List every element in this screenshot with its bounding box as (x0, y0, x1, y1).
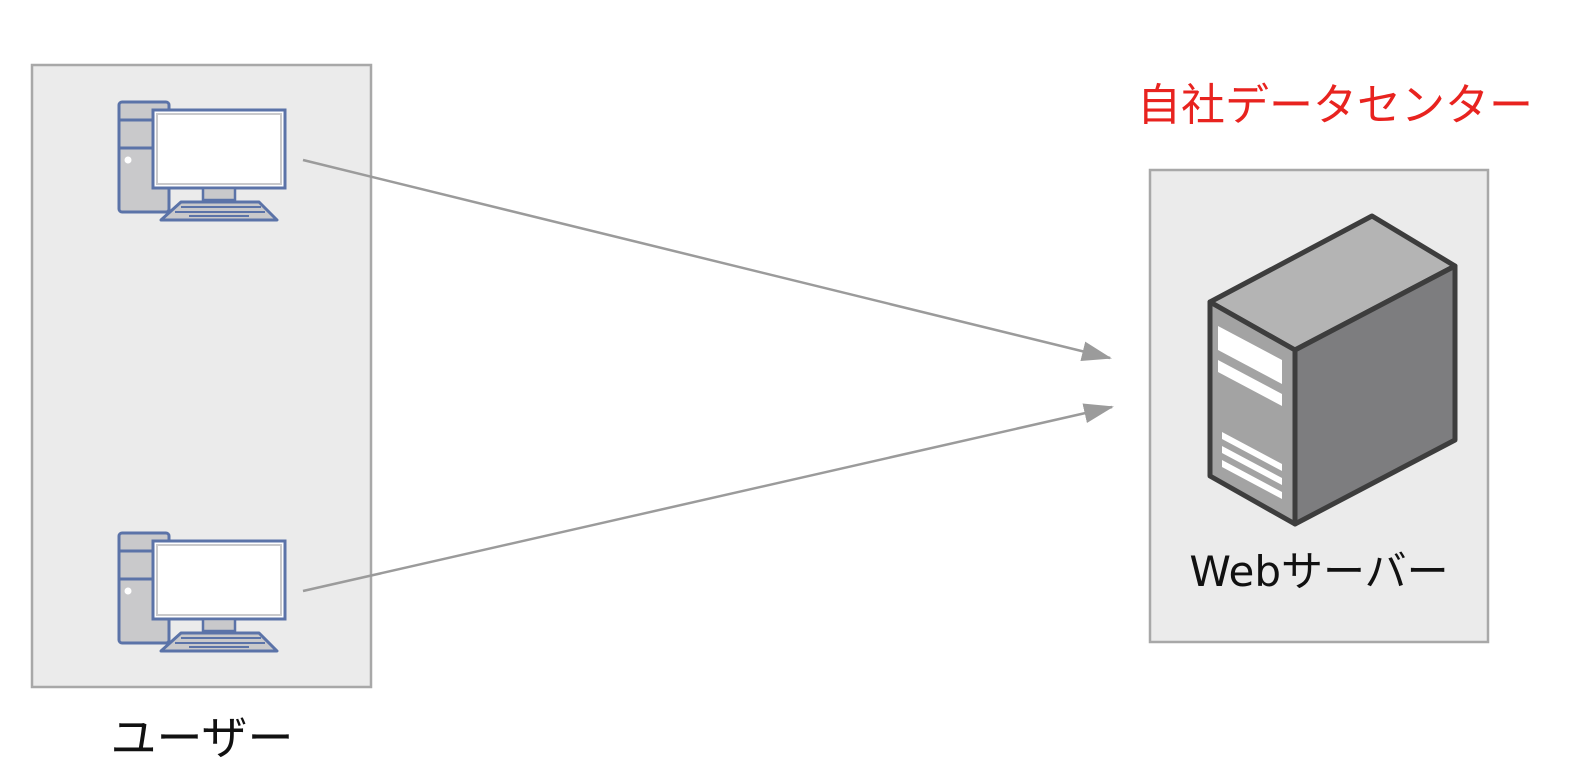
desktop-computer-icon (117, 531, 287, 653)
server-tower-icon (1207, 213, 1458, 527)
web-server-label: Webサーバー (1189, 547, 1449, 596)
connection-arrow (302, 403, 1114, 593)
users-label: ユーザー (110, 711, 294, 765)
desktop-computer-icon (117, 100, 287, 222)
connection-arrow (302, 158, 1112, 362)
datacenter-title: 自社データセンター (1137, 80, 1533, 131)
